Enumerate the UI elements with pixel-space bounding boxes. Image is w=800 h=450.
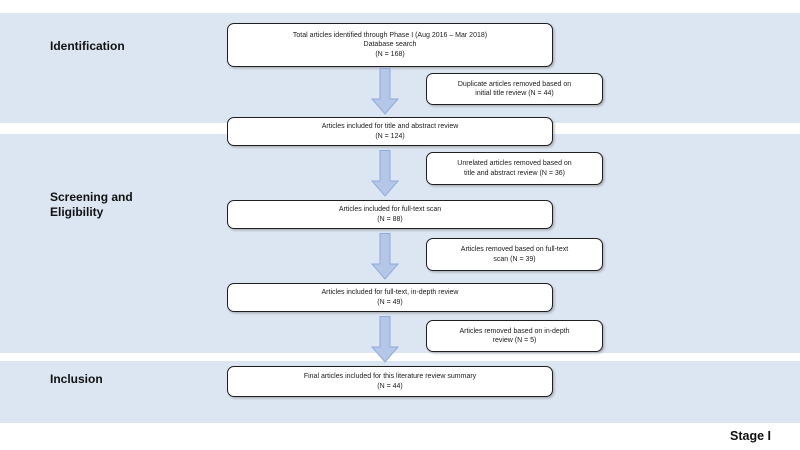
phase-label-screening: Screening and Eligibility bbox=[50, 190, 133, 220]
down-arrow-4 bbox=[371, 316, 399, 363]
box-final-articles: Final articles included for this literat… bbox=[227, 366, 553, 397]
stage-label: Stage I bbox=[730, 429, 771, 443]
box-fulltext-scan-line1: Articles included for full-text scan bbox=[338, 206, 442, 213]
down-arrow-3 bbox=[371, 233, 399, 280]
screening-band bbox=[0, 134, 800, 353]
box-indepth-review-line2: (N = 49) bbox=[377, 298, 403, 306]
box-total-identified-line2: Database search bbox=[363, 41, 417, 49]
box-fulltext-removed-line2: scan (N = 39) bbox=[493, 255, 536, 263]
box-duplicates-removed-line2: initial title review (N = 44) bbox=[475, 90, 554, 97]
phase-label-identification: Identification bbox=[50, 39, 125, 53]
box-final-articles-line1: Final articles included for this literat… bbox=[303, 373, 477, 380]
phase-label-inclusion: Inclusion bbox=[50, 372, 103, 386]
box-fulltext-removed: Articles removed based on full-text scan… bbox=[426, 238, 603, 271]
box-unrelated-removed-line2: title and abstract review (N = 36) bbox=[464, 169, 565, 177]
box-total-identified-line3: (N = 168) bbox=[375, 50, 405, 58]
box-final-articles-line2: (N = 44) bbox=[377, 382, 403, 390]
box-title-abstract-review-line2: (N = 124) bbox=[375, 132, 405, 140]
box-indepth-removed-line2: review (N = 5) bbox=[492, 337, 537, 344]
box-title-abstract-review-line1: Articles included for title and abstract… bbox=[321, 123, 459, 130]
box-total-identified-line1: Total articles identified through Phase … bbox=[292, 31, 488, 39]
box-title-abstract-review: Articles included for title and abstract… bbox=[227, 117, 553, 146]
box-fulltext-scan-line2: (N = 88) bbox=[377, 215, 403, 223]
box-fulltext-scan: Articles included for full-text scan (N … bbox=[227, 200, 553, 229]
box-indepth-removed: Articles removed based on in-depth revie… bbox=[426, 320, 603, 352]
box-unrelated-removed: Unrelated articles removed based on titl… bbox=[426, 152, 603, 185]
box-indepth-review-line1: Articles included for full-text, in-dept… bbox=[321, 289, 459, 296]
down-arrow-1 bbox=[371, 68, 399, 115]
box-indepth-review: Articles included for full-text, in-dept… bbox=[227, 283, 553, 312]
phase-label-screening-line2: Eligibility bbox=[50, 205, 104, 219]
box-total-identified: Total articles identified through Phase … bbox=[227, 23, 553, 67]
phase-label-screening-line1: Screening and bbox=[50, 190, 133, 204]
box-duplicates-removed: Duplicate articles removed based on init… bbox=[426, 73, 603, 105]
box-indepth-removed-line1: Articles removed based on in-depth bbox=[459, 327, 570, 335]
box-fulltext-removed-line1: Articles removed based on full-text bbox=[460, 246, 569, 253]
box-duplicates-removed-line1: Duplicate articles removed based on bbox=[457, 80, 572, 88]
box-unrelated-removed-line1: Unrelated articles removed based on bbox=[457, 160, 572, 167]
down-arrow-2 bbox=[371, 150, 399, 197]
